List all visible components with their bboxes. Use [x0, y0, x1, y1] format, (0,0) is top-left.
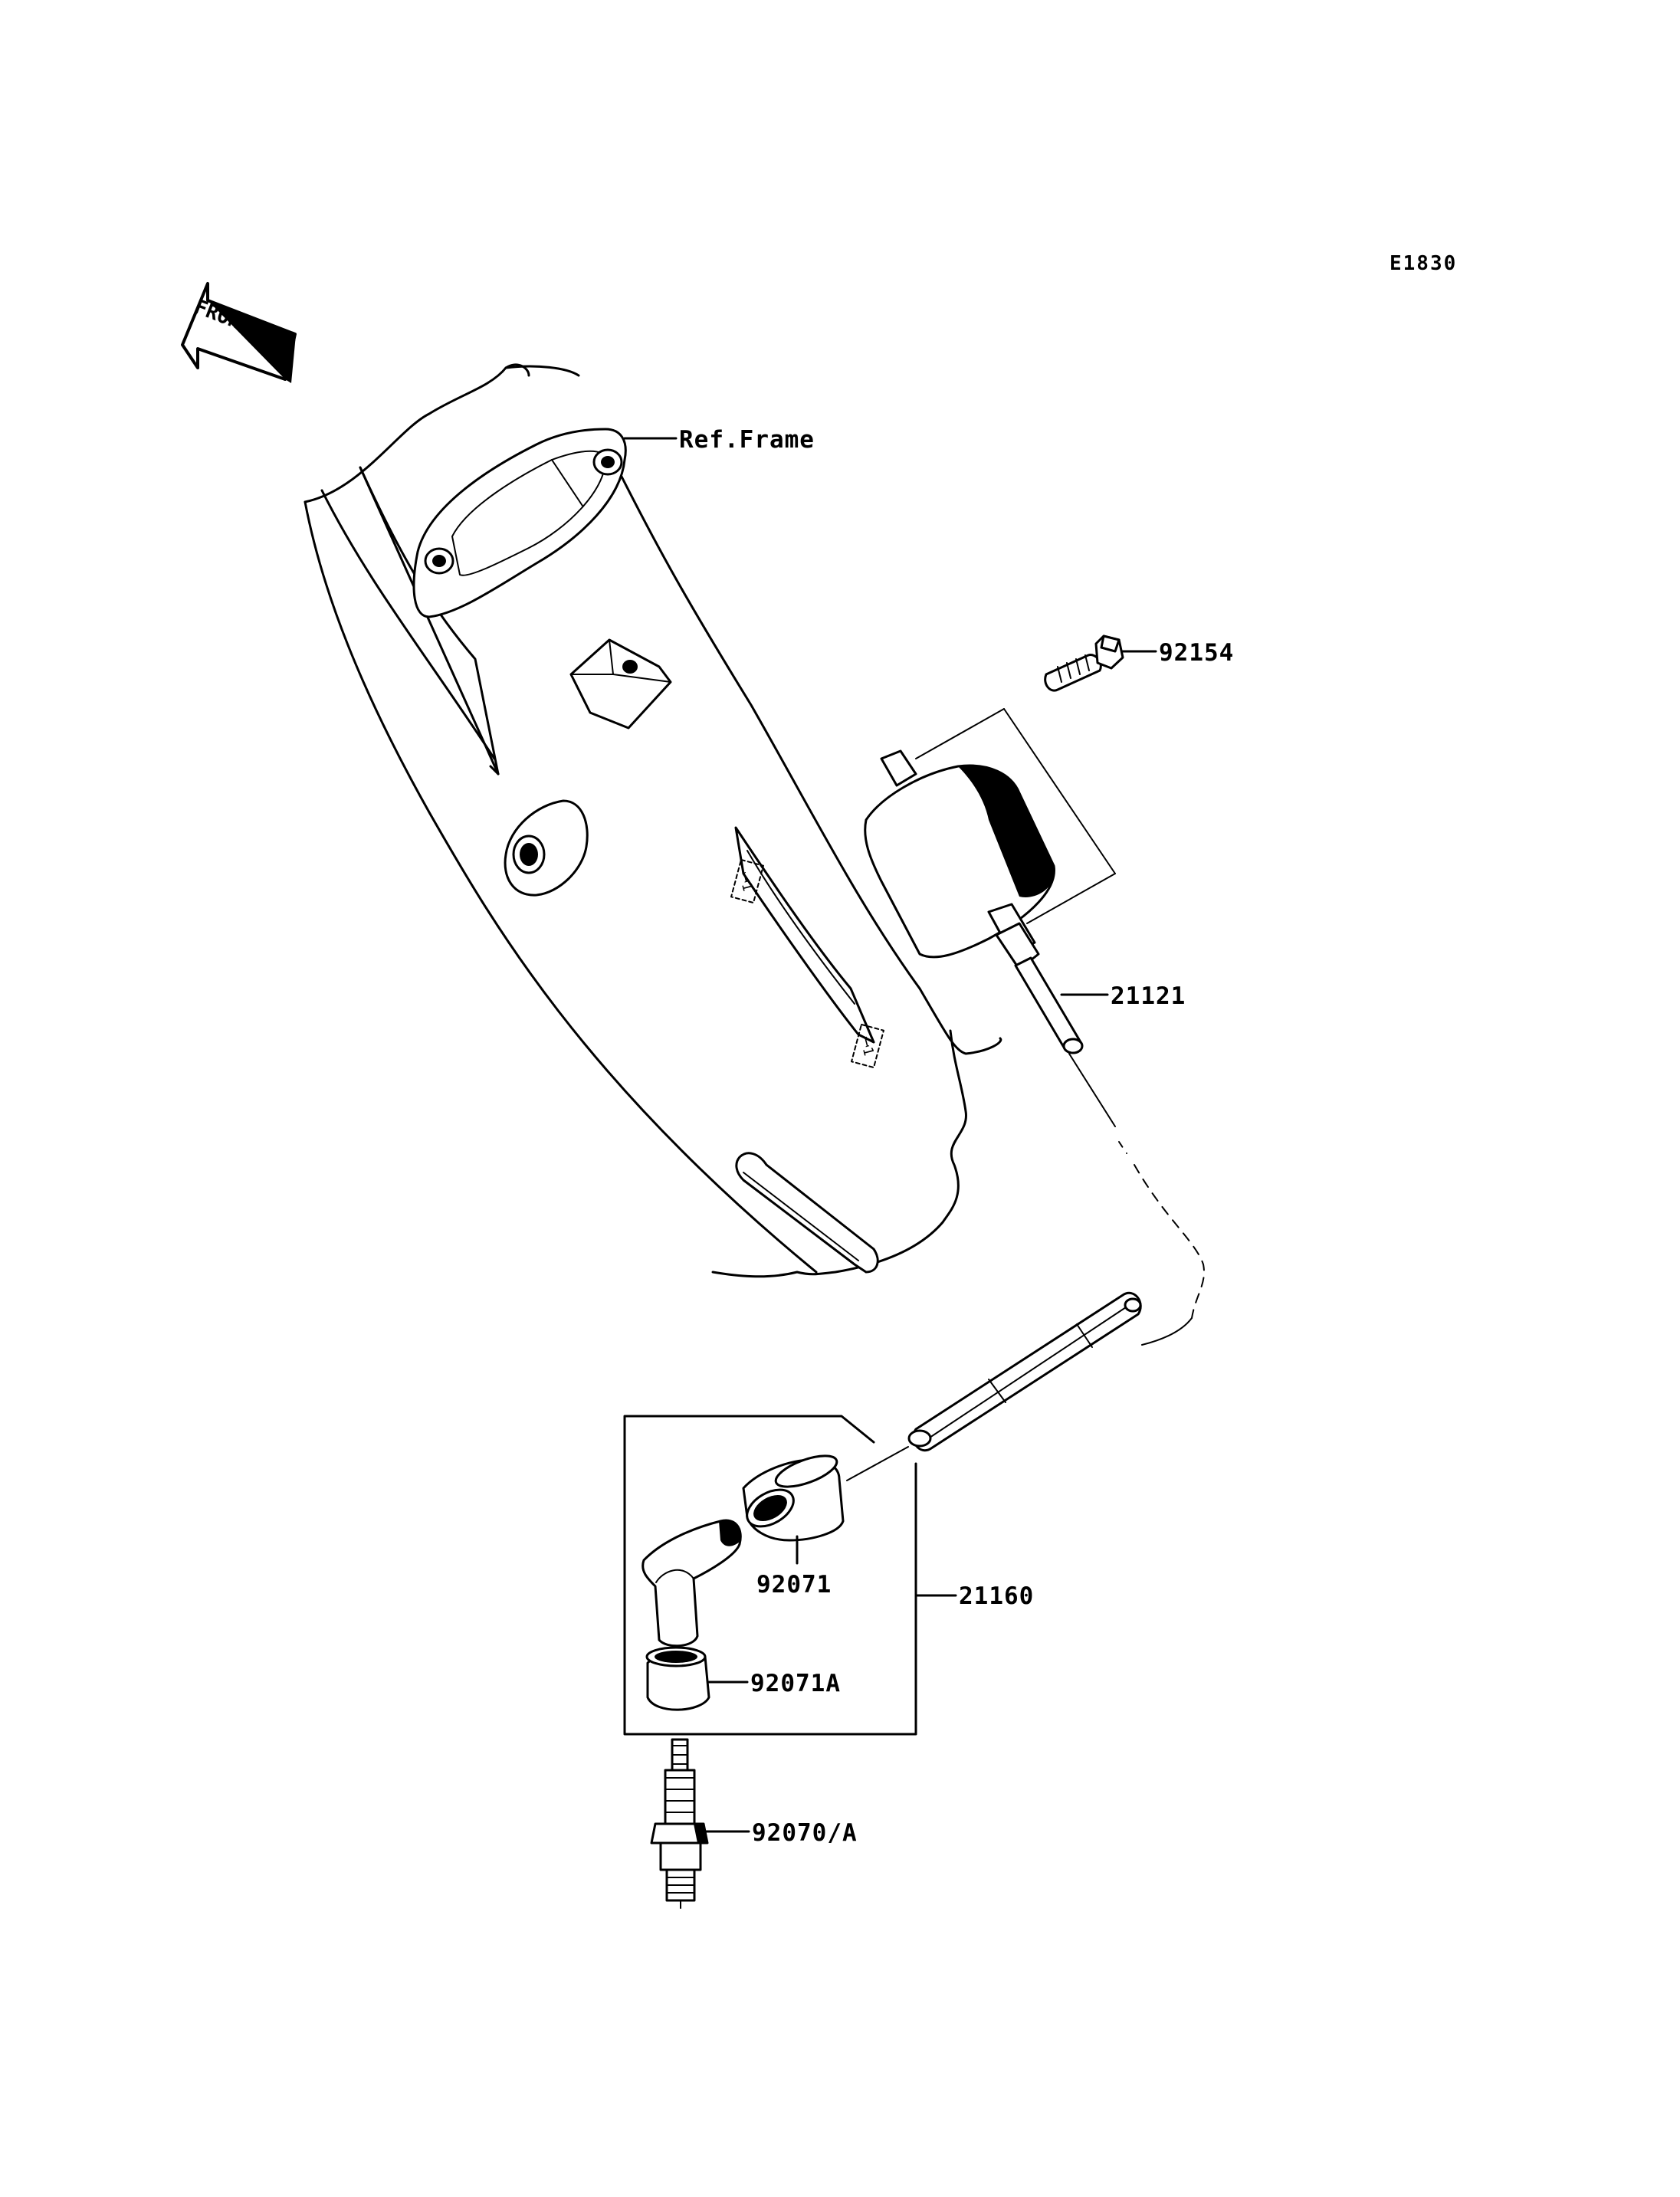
cap-seal-92071	[742, 1454, 845, 1542]
frame-outline	[304, 363, 1002, 1278]
frame-mount-bracket	[412, 428, 627, 618]
cap-assembly-box	[623, 1415, 917, 1736]
callout-92154: 92154	[1159, 639, 1234, 667]
ignition-coil-21121	[864, 749, 1084, 1054]
bolt-92154	[1044, 635, 1124, 692]
callout-92070a: 92070/A	[752, 1819, 858, 1847]
coil-mount-flange	[734, 826, 875, 1044]
spark-plug-92070a	[650, 1738, 709, 1909]
rubber-damper	[504, 799, 589, 897]
high-tension-lead	[1068, 1053, 1205, 1346]
lead-wire	[846, 1446, 909, 1481]
cap-seal-92071a	[645, 1646, 710, 1711]
diagram-code: E1830	[1390, 252, 1457, 275]
spark-plug-cap	[641, 1519, 742, 1648]
front-direction-arrow-icon: FRONT	[181, 282, 297, 383]
callout-ref-frame: Ref.Frame	[679, 426, 815, 454]
callout-21160: 21160	[959, 1582, 1034, 1610]
coil-bracket	[569, 638, 672, 730]
callout-92071: 92071	[756, 1571, 832, 1599]
svg-text:ꟷ1: ꟷ1	[856, 1035, 877, 1058]
callout-21121: 21121	[1111, 982, 1186, 1010]
bolt-assembly-bracket	[915, 708, 1116, 924]
callout-92071a: 92071A	[750, 1670, 841, 1697]
frame-rod	[735, 1152, 879, 1274]
lead-tube	[907, 1292, 1142, 1451]
mount-symbol-1: ꟷ1	[730, 858, 764, 904]
